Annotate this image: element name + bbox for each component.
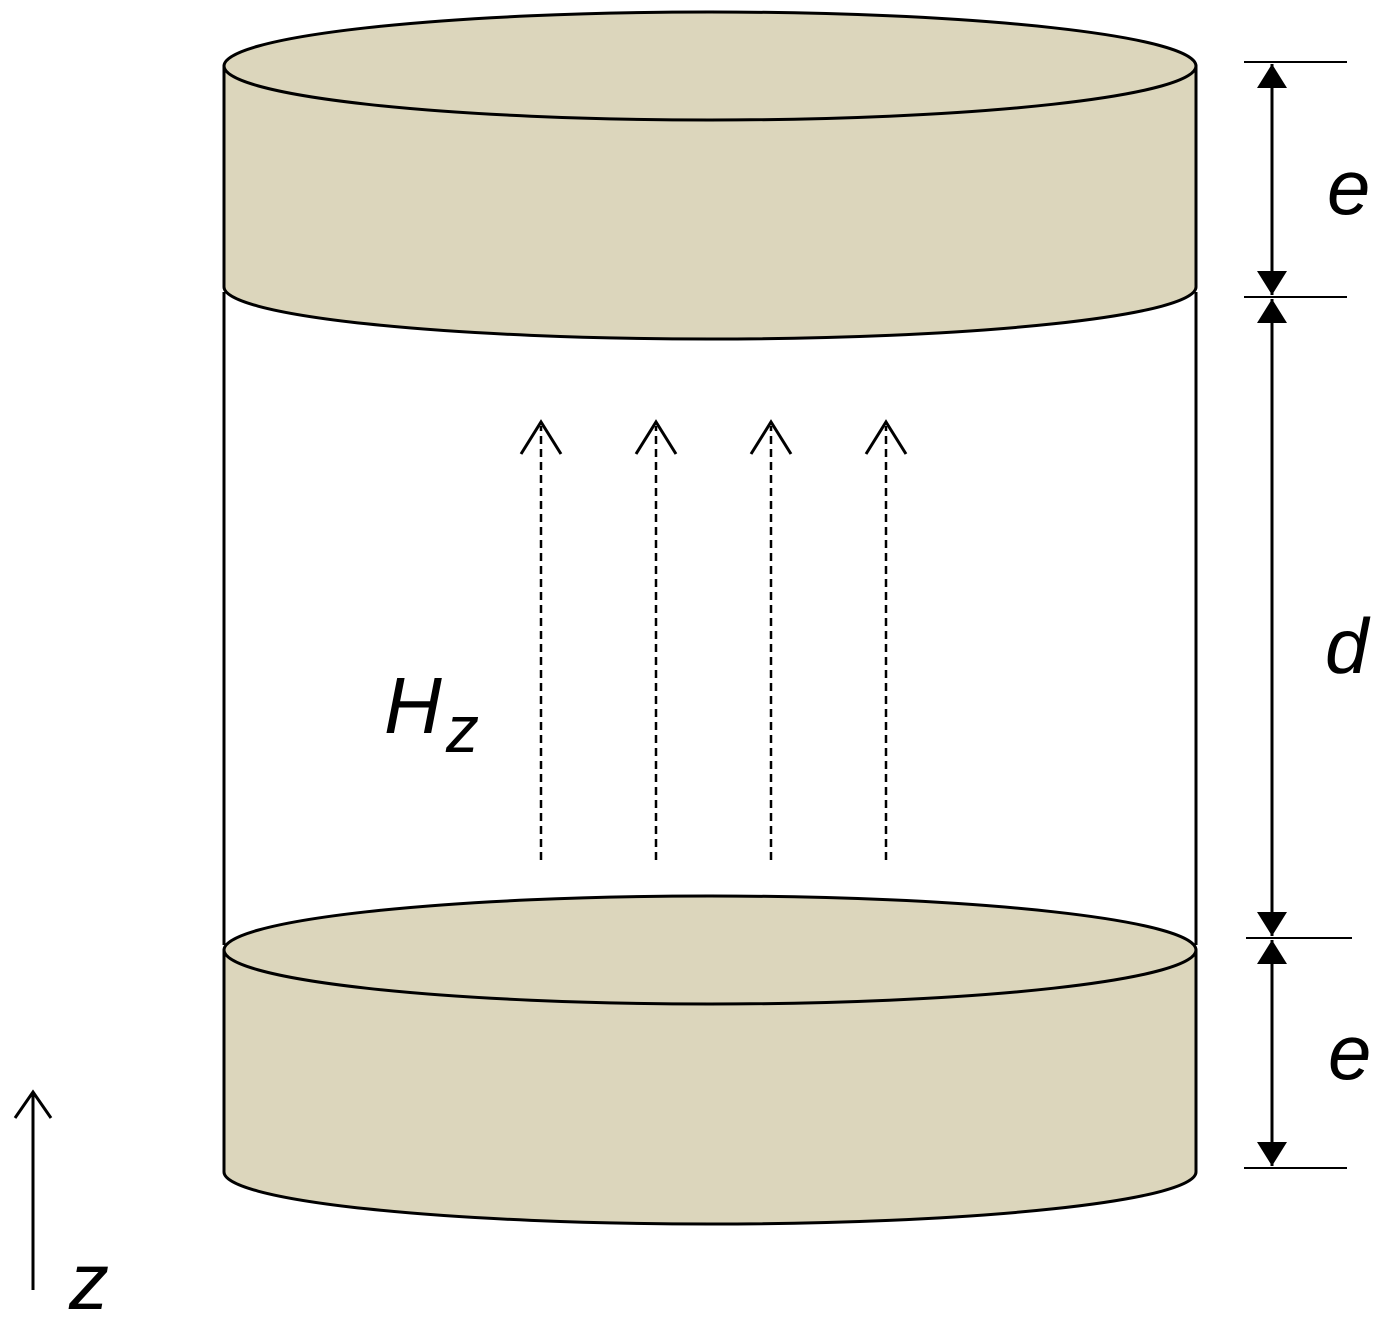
field-arrowhead xyxy=(519,419,563,455)
field-arrows xyxy=(519,419,908,860)
z-axis-indicator: z xyxy=(13,1089,109,1317)
gap-height-label: d xyxy=(1325,602,1371,690)
bottom-disk xyxy=(222,894,1198,1226)
field-label-subscript: z xyxy=(445,692,479,766)
bottom-disk-top-face xyxy=(222,894,1198,1006)
dimension-ticks xyxy=(1244,61,1352,1169)
field-arrowhead xyxy=(634,419,678,455)
bottom-thickness-label: e xyxy=(1328,1008,1371,1096)
field-arrow xyxy=(749,419,793,860)
field-arrowhead xyxy=(749,419,793,455)
field-arrow xyxy=(864,419,908,860)
top-disk xyxy=(222,10,1198,341)
field-label-main: H xyxy=(384,661,442,750)
field-arrow xyxy=(634,419,678,860)
top-thickness-label: e xyxy=(1327,143,1370,231)
field-arrowhead xyxy=(864,419,908,455)
field-arrow xyxy=(519,419,563,860)
top-disk-top-face xyxy=(222,10,1198,122)
cylinder-walls xyxy=(222,292,1198,945)
z-axis-arrowhead xyxy=(13,1089,53,1119)
z-axis-label: z xyxy=(68,1237,109,1317)
bottom-disk-side xyxy=(222,948,1198,1226)
top-disk-side xyxy=(222,64,1198,341)
